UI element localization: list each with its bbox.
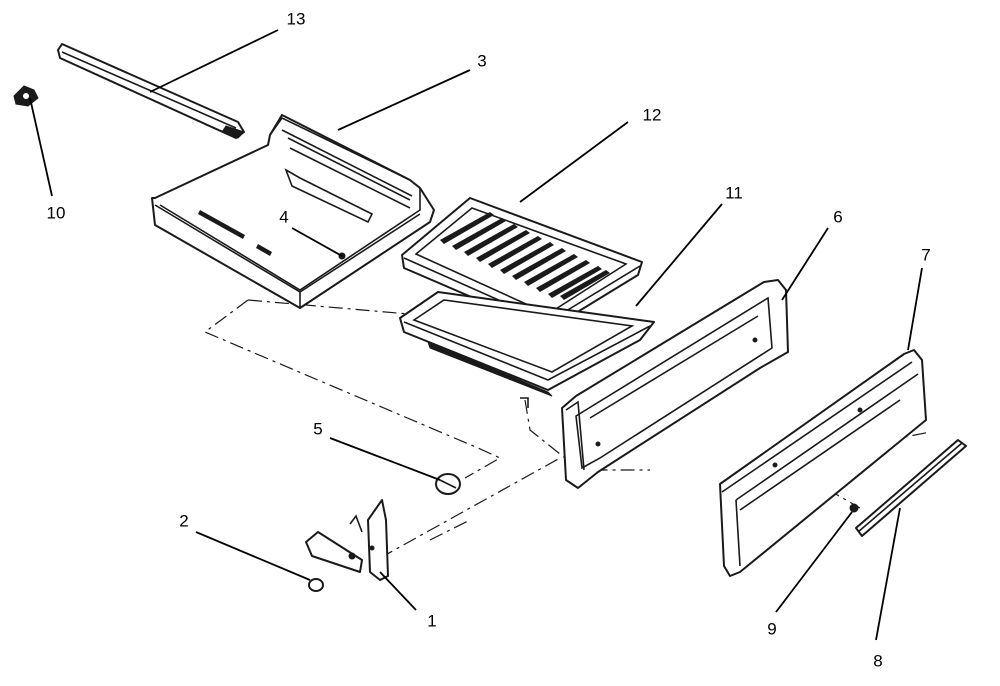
part-10-clip [13,85,39,107]
callout-labels: 13 3 12 11 6 7 4 5 2 1 9 8 10 [47,9,931,670]
callout-11: 11 [725,183,743,202]
callout-6: 6 [833,207,842,226]
part-11-broiler-pan [399,291,655,408]
callout-4: 4 [279,207,288,226]
callout-13: 13 [287,9,306,28]
callout-7: 7 [921,245,930,264]
callout-2: 2 [179,511,188,530]
part-7-outer-panel [719,349,927,577]
part-9-screw [849,503,859,513]
callout-10: 10 [47,203,66,222]
callout-3: 3 [477,51,486,70]
part-8-handle [855,439,967,537]
callout-5: 5 [313,419,322,438]
part-2-nut [308,578,324,592]
leader-lines [29,29,923,641]
grid-slots [440,212,610,300]
callout-12: 12 [643,105,662,124]
part-6-front-frame [561,279,789,489]
part-1-bracket [305,499,389,581]
callout-1: 1 [427,611,436,630]
part-3-drawer-body [151,114,435,309]
callout-9: 9 [767,619,776,638]
part-12-broiler-grid [401,197,643,331]
part-5-roller [435,473,461,495]
callout-8: 8 [873,651,882,670]
